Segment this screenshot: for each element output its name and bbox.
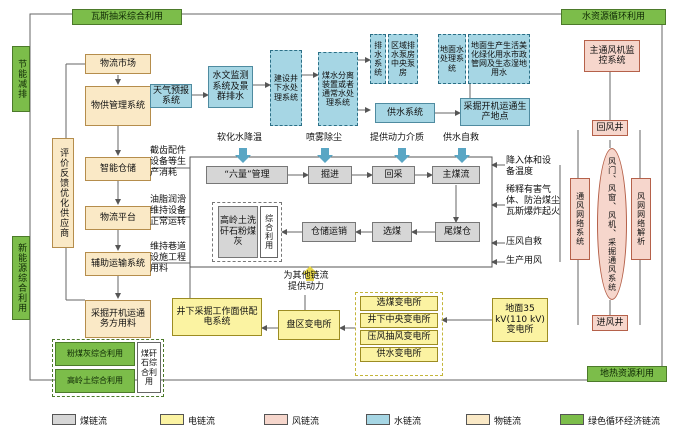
production-wind-label: 生产用风 (506, 256, 543, 266)
legend-green-swatch (560, 414, 584, 425)
legend-wind-label: 风链流 (292, 417, 320, 427)
gas-dilution-label: 稀释有害气体、防治煤尘瓦斯爆炸起火 (506, 185, 561, 217)
byproduct-box: 高岭土洗矸石粉煤灰 (218, 206, 258, 258)
district-substation-box: 盘区变电所 (278, 310, 340, 340)
legend-electric-swatch (160, 414, 184, 425)
softening-label: 软化水降温 (217, 133, 263, 143)
ventilation-network-box: 通风网络系统 (570, 178, 590, 260)
new-energy-banner: 新能源综合利用 (12, 236, 30, 320)
power-chain-label: 为其他链流提供动力 (283, 271, 329, 292)
energy-saving-banner: 节能减排 (12, 46, 30, 112)
logistics-market-box: 物流市场 (85, 54, 151, 74)
six-excellence-box: “六量”管理 (206, 166, 288, 184)
compressed-air-label: 压风自救 (506, 237, 543, 247)
central-substation-box: 井下中央变电所 (360, 313, 438, 328)
main-coal-flow-box: 主煤流 (432, 166, 480, 184)
legend-water-swatch (366, 414, 390, 425)
kaolin-box: 高岭土综合利用 (55, 369, 135, 393)
power-medium-label: 提供动力介质 (370, 133, 425, 143)
consumables-label: 截齿配件设备等生产消耗 (150, 146, 187, 178)
excavation-box: 掘进 (308, 166, 352, 184)
surface-water-plant-box: 地面水处理系统 (438, 34, 466, 84)
spray-label: 喷雾除尘 (306, 133, 343, 143)
hydro-monitoring-box: 水文监测系统及景群排水 (208, 66, 253, 108)
airflow-control-label: 风门、风窗、风机、采掘通风系统 (607, 156, 617, 292)
storage-sales-box: 仓储运销 (302, 222, 356, 242)
main-fan-monitor-box: 主通风机监控系统 (584, 40, 640, 72)
legend-water-label: 水链流 (394, 417, 422, 427)
washing-substation-box: 选煤变电所 (360, 296, 438, 311)
surface-water-use-box: 地面生产生活美化绿化用水市政管网及生态湿地用水 (468, 34, 530, 84)
working-face-water-box: 采掘开机运通生产地点 (460, 98, 530, 126)
legend-coal-label: 煤链流 (80, 417, 108, 427)
byproduct-group (212, 202, 282, 262)
fan-substation-box: 压风抽风变电所 (360, 330, 438, 345)
self-rescue-label: 供水自救 (443, 133, 480, 143)
pump-room-box: 区域排水泵房中央泵房 (388, 34, 418, 84)
gas-utilization-banner: 瓦斯抽采综合利用 (72, 9, 182, 25)
tailings-silo-box: 尾煤仓 (435, 222, 480, 242)
face-power-box: 井下采掘工作面供配电系统 (172, 298, 262, 336)
temperature-label: 降入体和设备温度 (506, 156, 552, 177)
drainage-system-box: 排水系统 (370, 34, 386, 84)
legend-material-swatch (466, 414, 490, 425)
water-supply-box: 供水系统 (375, 103, 435, 123)
lubricants-label: 油脂润滑维持设备正常运转 (150, 195, 187, 227)
supplier-feedback-box: 评价反馈优化供应商 (52, 138, 74, 248)
legend-wind-swatch (264, 414, 288, 425)
geothermal-banner: 地热资源利用 (587, 366, 667, 382)
surface-substation-box: 地面35 kV(110 kV)变电所 (492, 298, 548, 342)
legend-green-label: 绿色循环经济链流 (588, 417, 661, 427)
smart-warehouse-box: 智能仓储 (85, 157, 151, 181)
substation-group (355, 292, 443, 376)
material-plan-box: 采掘开机运通务方用料 (85, 300, 151, 338)
ventilation-analysis-box: 风网网络解析 (631, 178, 651, 260)
coal-water-separation-box: 煤水分离装置或者通常水处理系统 (318, 52, 358, 126)
supply-management-box: 物供管理系统 (85, 86, 151, 126)
water-recycling-banner: 水资源循环利用 (561, 9, 666, 25)
legend-material-label: 物链流 (494, 417, 522, 427)
weather-forecast-box: 天气预报系统 (150, 84, 192, 108)
logistics-platform-box: 物流平台 (85, 206, 151, 230)
legend-coal-swatch (52, 414, 76, 425)
coal-comprehensive-box: 综合利用 (260, 206, 278, 258)
gangue-box: 煤矸石综合利用 (137, 342, 161, 393)
aux-transport-box: 辅助运输系统 (85, 252, 151, 276)
coal-washing-box: 选煤 (372, 222, 412, 242)
underground-water-plant-box: 建设井下水处理系统 (270, 50, 302, 126)
roadway-label: 维持巷道设施工程用料 (150, 242, 187, 274)
legend-electric-label: 电链流 (188, 417, 216, 427)
airflow-control-box: 风门、风窗、风机、采掘通风系统 (597, 148, 627, 300)
mining-box: 回采 (372, 166, 415, 184)
water-substation-box: 供水变电所 (360, 347, 438, 362)
inlet-shaft-box: 进风井 (592, 315, 628, 331)
fly-ash-box: 粉煤灰综合利用 (55, 342, 135, 366)
green-utilization-group (52, 339, 164, 397)
return-shaft-box: 回风井 (592, 120, 628, 136)
